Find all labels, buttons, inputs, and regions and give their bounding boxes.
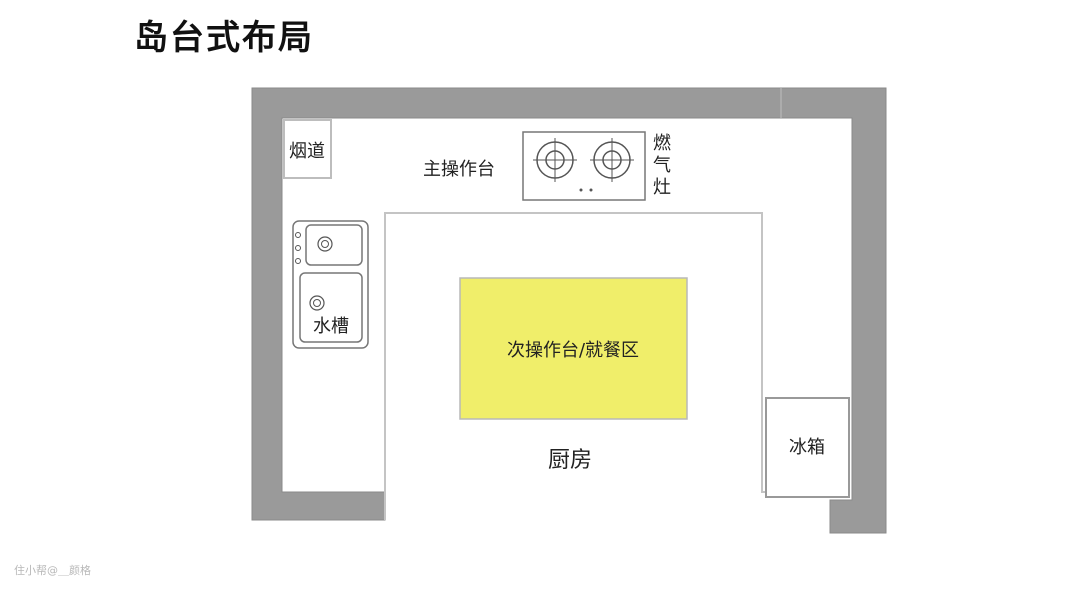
flue-label: 烟道 xyxy=(289,141,325,162)
stove-knob-right xyxy=(589,188,593,192)
faucet-dot-1 xyxy=(295,232,301,238)
burner-left xyxy=(533,138,577,182)
sink-basin-bottom xyxy=(299,272,363,343)
gas-stove-label-2: 气 xyxy=(653,155,671,176)
faucet-dot-2 xyxy=(295,245,301,251)
fridge-box xyxy=(765,397,850,498)
sink-basin-top xyxy=(305,224,363,266)
sink-label: 水槽 xyxy=(313,316,349,337)
kitchen-label: 厨房 xyxy=(548,448,592,473)
fridge-label: 冰箱 xyxy=(789,437,825,458)
burner-right xyxy=(590,138,634,182)
island-label: 次操作台/就餐区 xyxy=(507,340,639,361)
page-title: 岛台式布局 xyxy=(134,18,314,58)
island-counter xyxy=(459,277,688,420)
drain-bottom xyxy=(309,295,325,311)
flue-box xyxy=(283,119,332,179)
gas-stove-label-1: 燃 xyxy=(653,133,671,154)
main-counter-label: 主操作台 xyxy=(423,159,495,180)
faucet-dot-3 xyxy=(295,258,301,264)
gas-stove-label-3: 灶 xyxy=(653,177,671,198)
drain-top xyxy=(317,236,333,252)
gas-stove xyxy=(522,131,646,201)
watermark: 住小帮@＿颜格 xyxy=(14,564,91,577)
stove-knob-left xyxy=(579,188,583,192)
